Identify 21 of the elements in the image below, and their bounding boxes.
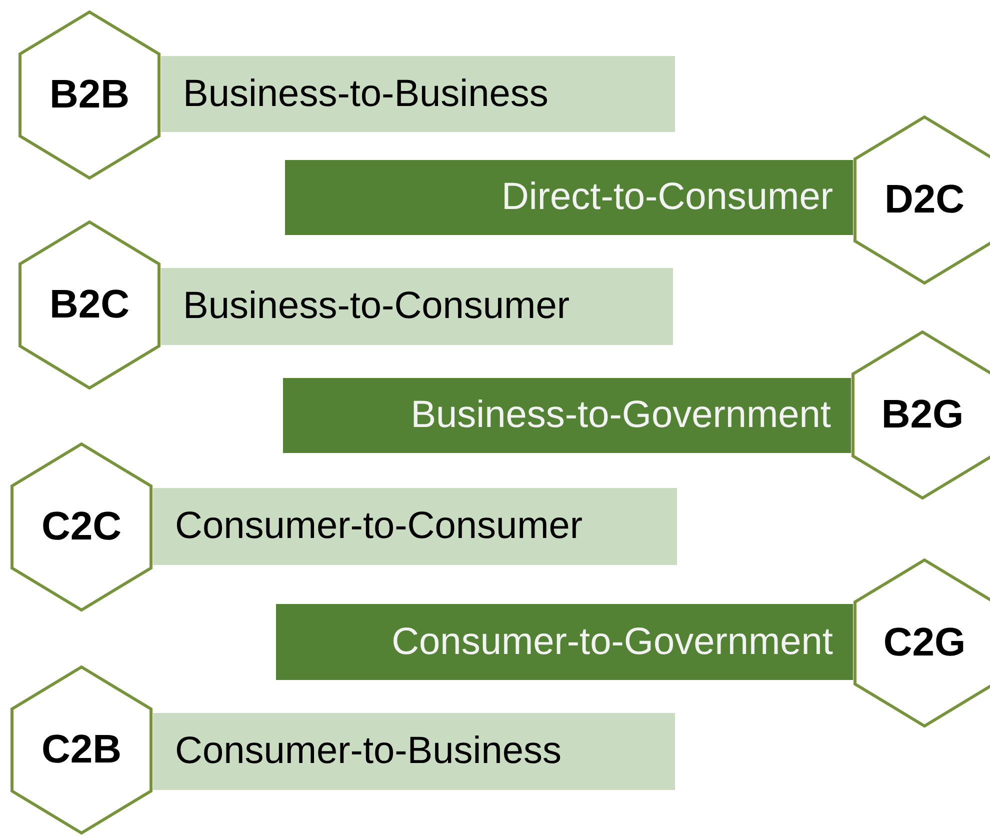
abbreviation-label: B2B xyxy=(48,72,131,118)
abbreviation-label: C2B xyxy=(40,728,123,772)
abbreviation-label: D2C xyxy=(883,178,966,222)
banner-bar xyxy=(153,713,675,790)
abbreviation-label: C2G xyxy=(882,620,967,666)
banner-text: Direct-to-Consumer xyxy=(501,176,833,219)
banner-text: Business-to-Business xyxy=(183,72,548,116)
banner-text: Business-to-Consumer xyxy=(183,285,570,328)
banner-text: Consumer-to-Consumer xyxy=(175,505,583,548)
banner-bar xyxy=(285,160,853,235)
banner-bar xyxy=(161,268,673,345)
banner-bar xyxy=(161,56,675,132)
abbreviation-label: C2C xyxy=(40,504,123,550)
banner-bar xyxy=(283,378,851,453)
banner-text: Consumer-to-Government xyxy=(392,620,833,664)
banner-bar xyxy=(276,604,853,680)
abbreviation-label: B2C xyxy=(48,282,131,328)
banner-text: Consumer-to-Business xyxy=(175,730,562,773)
banner-bar xyxy=(153,488,677,565)
banner-text: Business-to-Government xyxy=(410,394,831,437)
abbreviation-label: B2G xyxy=(880,392,965,438)
